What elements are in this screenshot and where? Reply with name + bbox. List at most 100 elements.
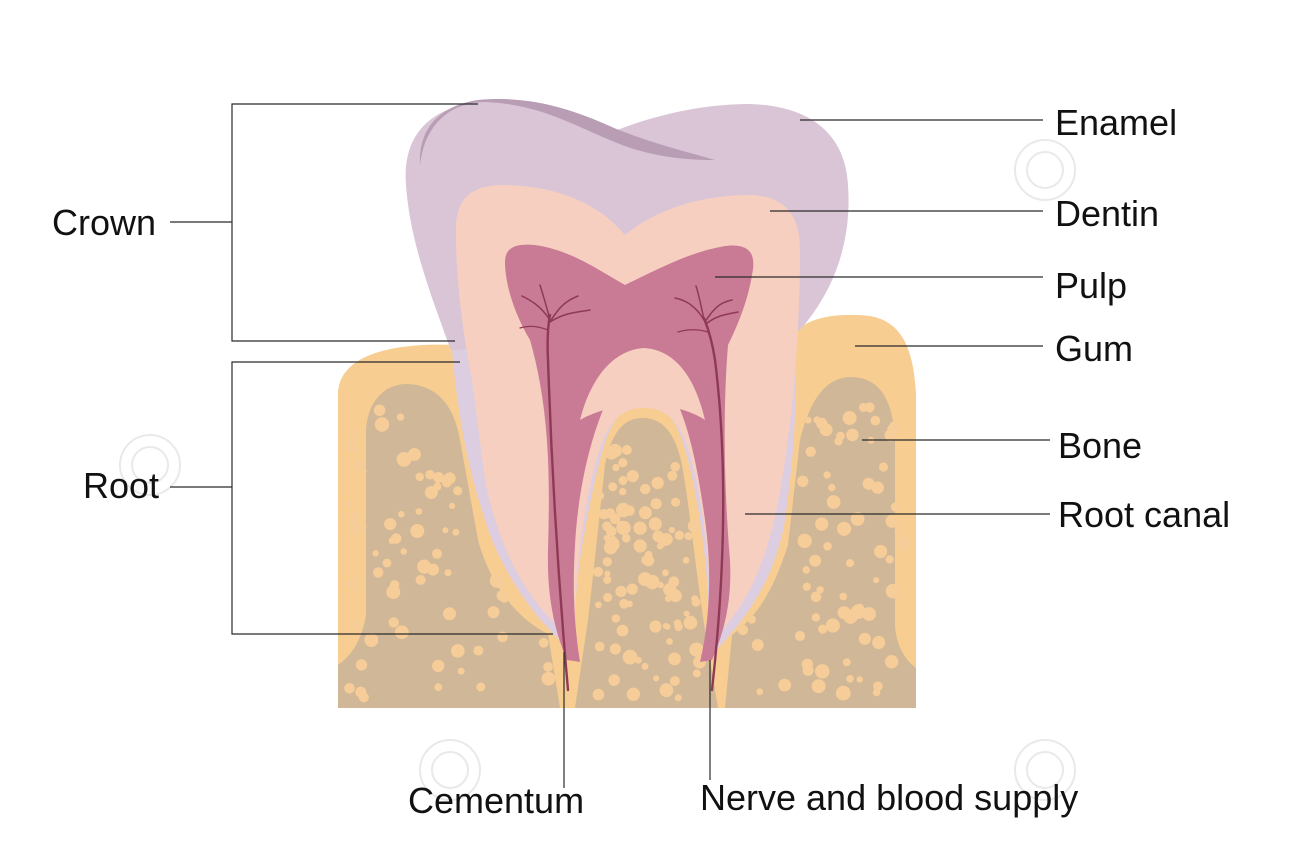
bone-dot	[372, 550, 379, 557]
bone-dot	[442, 527, 449, 534]
bone-dot	[842, 411, 857, 425]
bone-dot	[432, 548, 442, 559]
label-nerve-blood: Nerve and blood supply	[700, 777, 1078, 818]
bone-dot	[344, 683, 355, 694]
bone-dot	[452, 528, 460, 536]
bone-dot	[650, 498, 662, 510]
root-bracket	[231, 361, 553, 635]
bone-dot	[689, 642, 704, 657]
bone-dot	[888, 421, 901, 433]
bone-dot	[612, 463, 620, 472]
bone-dot	[616, 520, 631, 536]
bone-dot	[603, 592, 613, 602]
bone-dot	[626, 470, 639, 483]
bone-dot	[662, 569, 669, 577]
bone-dot	[668, 526, 676, 534]
nerve-branch	[549, 309, 591, 323]
bone-dot	[794, 630, 806, 642]
bone-dot	[497, 631, 508, 643]
bone-dot	[407, 448, 421, 461]
nerve-branch	[549, 295, 579, 323]
bone-dot	[805, 446, 816, 457]
bone-dot	[349, 430, 356, 437]
bone-dot	[664, 595, 672, 602]
bone-dot	[813, 416, 821, 424]
bone-dot	[609, 513, 621, 525]
bone-dot	[489, 573, 505, 588]
bone-dot	[839, 592, 848, 601]
bone-dot	[608, 482, 618, 492]
label-root: Root	[83, 465, 159, 506]
bone-dot	[603, 575, 612, 585]
bone-dot	[611, 614, 621, 623]
bone-dot	[797, 475, 809, 487]
bone-dot	[845, 559, 855, 568]
bone-dot	[816, 586, 824, 594]
nerve-branch	[677, 329, 709, 333]
bone-dot	[802, 566, 810, 574]
bone-dot	[386, 585, 401, 600]
bone-dot	[415, 508, 423, 515]
bone-dot	[615, 585, 627, 598]
label-pulp: Pulp	[1055, 265, 1127, 306]
bone-dot	[871, 481, 884, 494]
bone-dot	[885, 583, 901, 599]
bone-dot	[846, 428, 859, 442]
bone-dot	[415, 574, 426, 585]
bone-dot	[621, 445, 632, 455]
bone-dot	[606, 526, 617, 537]
bone-dot	[346, 579, 357, 590]
bone-dot	[842, 658, 851, 667]
label-enamel: Enamel	[1055, 102, 1177, 143]
label-crown: Crown	[52, 202, 156, 243]
bone-dot	[682, 556, 690, 564]
bone-dot	[373, 567, 384, 578]
bone-dot	[684, 532, 693, 541]
leader-lines	[170, 103, 1050, 788]
nerve-branch	[519, 325, 549, 331]
bone-dot	[778, 678, 792, 692]
bone-dot	[433, 482, 442, 491]
bone-dot	[616, 624, 629, 637]
bone-dot	[802, 582, 811, 591]
bone-dot	[811, 679, 826, 694]
bone-dot	[653, 675, 660, 682]
bone-dot	[835, 685, 851, 701]
bone-dot	[473, 645, 484, 656]
bone-dot	[592, 688, 605, 701]
bone-dot	[850, 512, 865, 526]
bone-dot	[608, 674, 620, 686]
bone-dot	[666, 638, 673, 645]
bone-dot	[649, 620, 662, 633]
bone-dot	[641, 555, 651, 565]
bone-dot	[818, 624, 828, 634]
bone-dot	[425, 469, 435, 480]
bone-dot	[496, 590, 508, 602]
bone-dot	[751, 639, 764, 651]
bone-dot	[415, 472, 425, 482]
bone-dot	[651, 476, 664, 490]
bone-dot	[641, 662, 649, 670]
bone-dot	[394, 625, 409, 640]
bone-dot	[594, 641, 605, 652]
bone-dot	[894, 528, 903, 537]
bone-dot	[384, 518, 397, 531]
bone-dot	[538, 637, 549, 648]
bone-dot	[442, 477, 452, 488]
bone-dot	[603, 534, 611, 542]
bone-dot	[355, 686, 367, 698]
bone-dot	[417, 559, 432, 574]
bone-dot	[355, 459, 364, 469]
bone-dot	[637, 572, 652, 587]
bone-dot	[874, 544, 888, 559]
bone-dot	[862, 607, 876, 621]
bone-dot	[541, 671, 556, 686]
bone-dot	[856, 603, 864, 612]
bone-dot	[374, 417, 390, 432]
bone-dot	[618, 458, 628, 468]
bone-dot	[873, 577, 880, 584]
label-root-canal: Root canal	[1058, 494, 1230, 535]
bone-dot	[410, 524, 425, 538]
bone-dot	[543, 662, 553, 672]
bone-dot	[669, 676, 680, 687]
